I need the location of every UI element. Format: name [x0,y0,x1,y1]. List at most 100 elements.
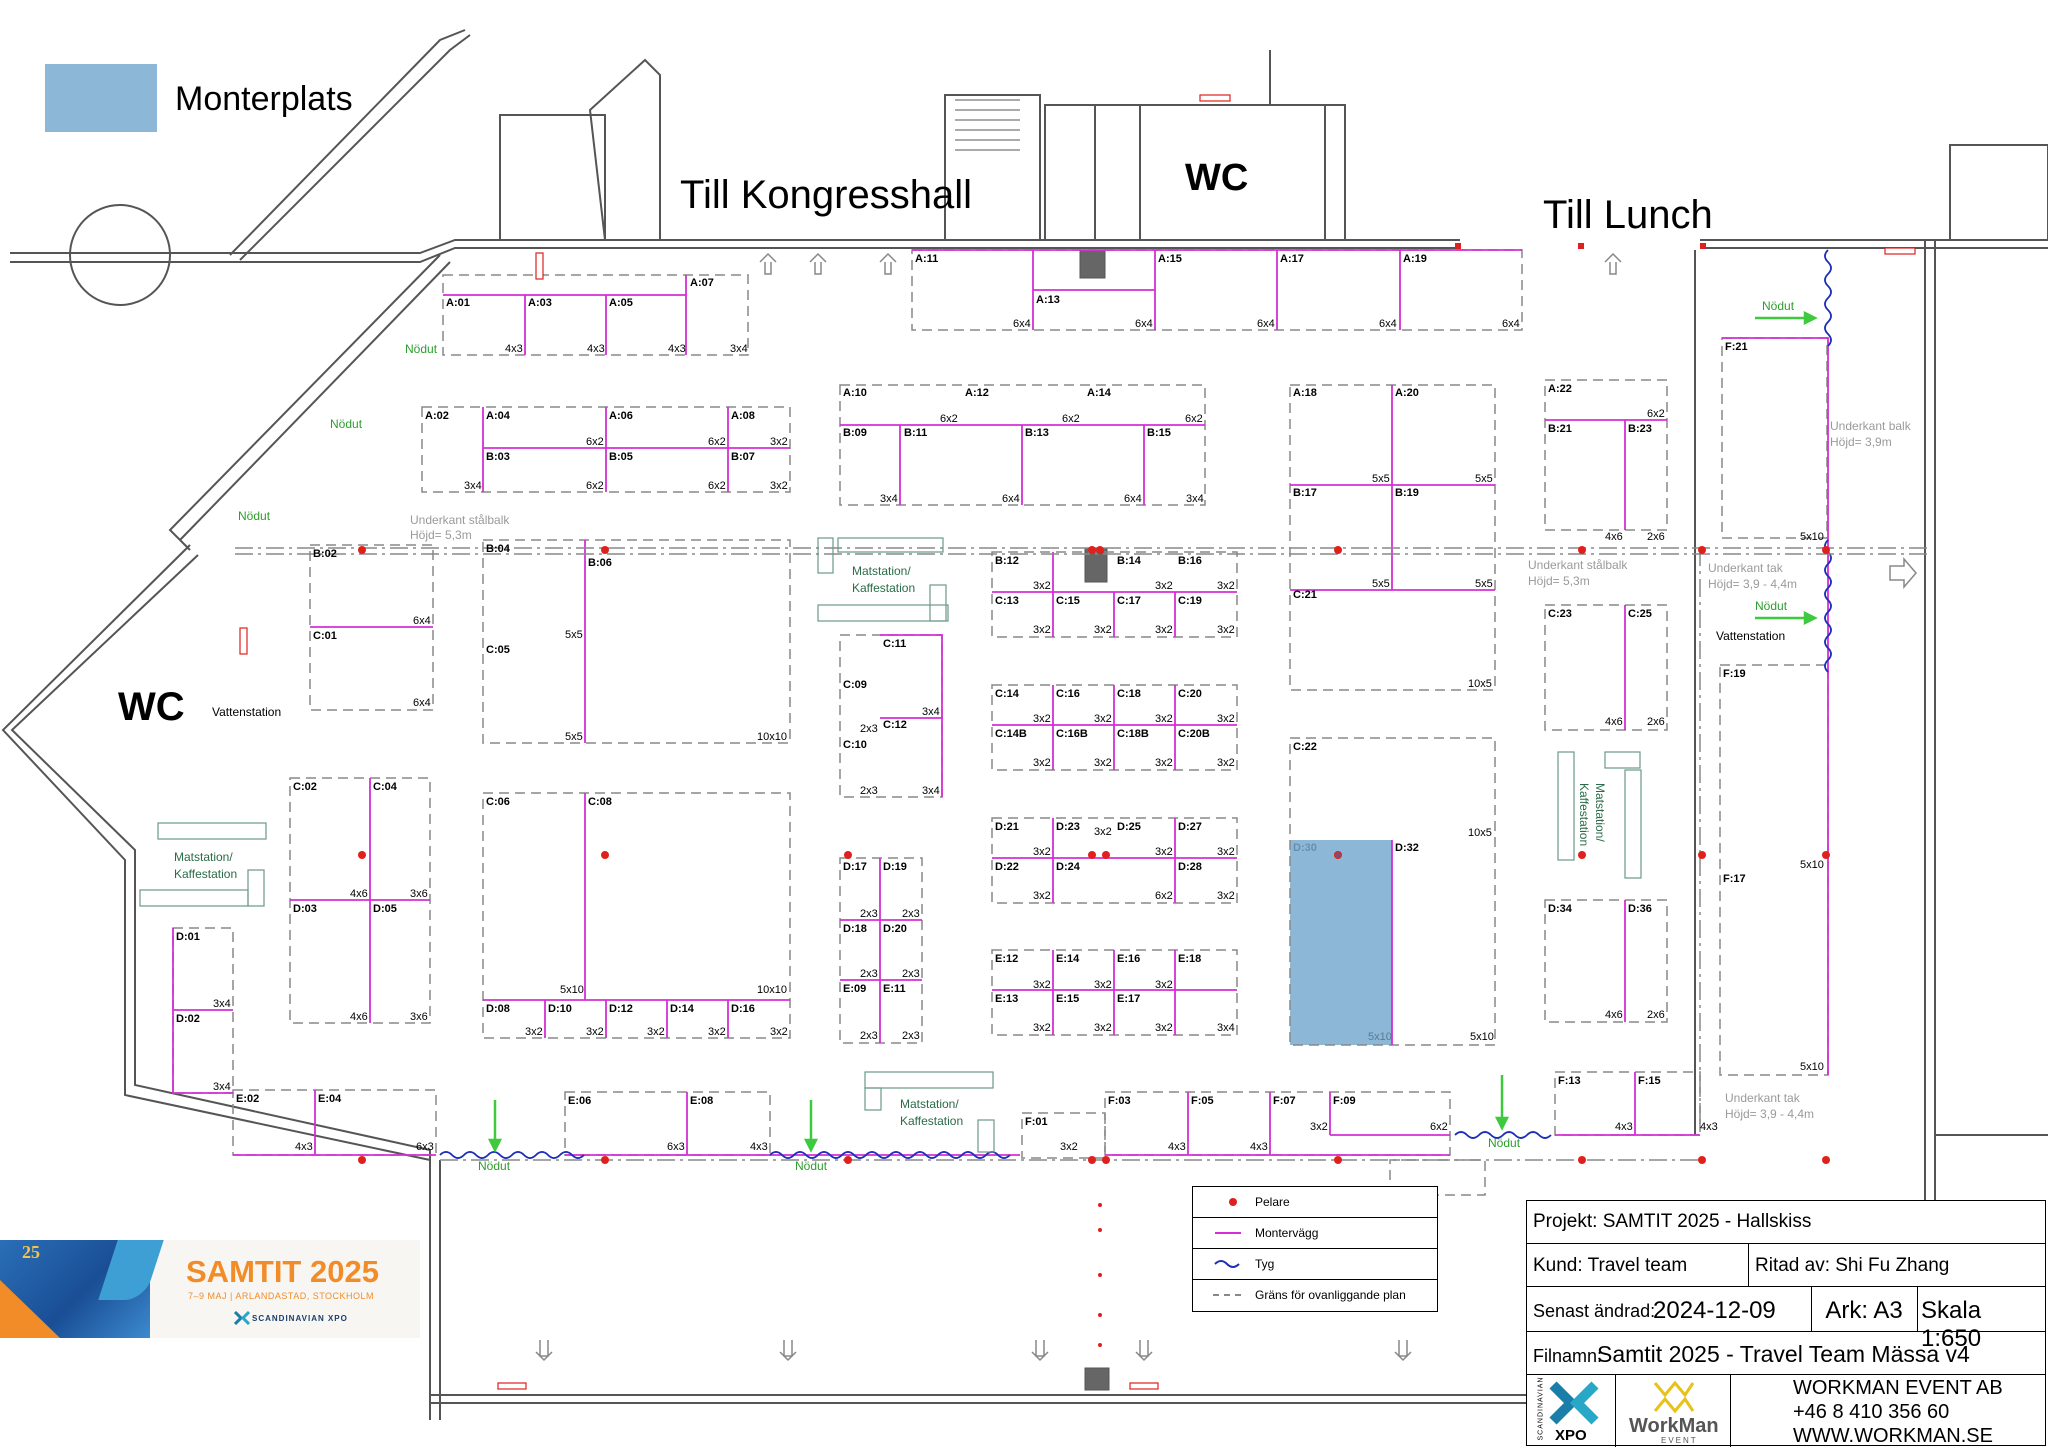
booth-label[interactable]: E:17 [1117,993,1140,1005]
booth-label[interactable]: C:05 [486,644,510,656]
booth-label[interactable]: C:16B [1056,728,1088,740]
booth-label[interactable]: D:24 [1056,861,1081,873]
booth-label[interactable]: B:02 [313,548,337,560]
booth-label[interactable]: A:11 [915,253,938,265]
booth-label[interactable]: A:22 [1548,383,1572,395]
booth-label[interactable]: E:18 [1178,953,1201,965]
booth-label[interactable]: D:05 [373,903,397,915]
booth-label[interactable]: C:01 [313,630,337,642]
booth-label[interactable]: A:18 [1293,387,1317,399]
booth-label[interactable]: F:07 [1273,1095,1296,1107]
company-website[interactable]: WWW.WORKMAN.SE [1793,1425,1993,1447]
booth-label[interactable]: A:07 [690,277,714,289]
booth-label[interactable]: E:14 [1056,953,1080,965]
booth-label[interactable]: C:11 [883,638,906,650]
booth-label[interactable]: B:12 [995,555,1019,567]
booth-label[interactable]: F:09 [1333,1095,1356,1107]
booth-label[interactable]: D:16 [731,1003,755,1015]
booth-label[interactable]: C:12 [883,719,907,731]
booth-label[interactable]: D:18 [843,923,867,935]
booth-label[interactable]: F:05 [1191,1095,1214,1107]
booth-label[interactable]: B:21 [1548,423,1572,435]
booth-label-d30[interactable]: D:30 [1293,842,1317,854]
booth-label[interactable]: B:04 [486,543,511,555]
booth-label[interactable]: F:03 [1108,1095,1131,1107]
booth-label[interactable]: C:18 [1117,688,1141,700]
booth-label[interactable]: A:01 [446,297,470,309]
booth-label[interactable]: B:03 [486,451,510,463]
booth-label[interactable]: E:13 [995,993,1018,1005]
booth-label[interactable]: A:19 [1403,253,1427,265]
booth-label[interactable]: E:02 [236,1093,259,1105]
booth-label[interactable]: C:15 [1056,595,1080,607]
booth-label[interactable]: F:15 [1638,1075,1661,1087]
booth-label[interactable]: C:20 [1178,688,1202,700]
booth-label[interactable]: E:15 [1056,993,1079,1005]
booth-label[interactable]: E:11 [883,983,906,995]
booth-label[interactable]: B:16 [1178,555,1202,567]
booth-label[interactable]: C:21 [1293,589,1317,601]
booth-label[interactable]: B:07 [731,451,755,463]
booth-label[interactable]: D:32 [1395,842,1419,854]
booth-label[interactable]: A:08 [731,410,755,422]
booth-label[interactable]: D:22 [995,861,1019,873]
booth-label[interactable]: A:04 [486,410,511,422]
booth-label[interactable]: C:02 [293,781,317,793]
booth-label[interactable]: C:14 [995,688,1020,700]
booth-label[interactable]: B:11 [904,427,927,439]
booth-label[interactable]: C:22 [1293,741,1317,753]
booth-label[interactable]: A:02 [425,410,449,422]
booth-label[interactable]: A:10 [843,387,867,399]
booth-label[interactable]: C:17 [1117,595,1141,607]
booth-label[interactable]: F:19 [1723,668,1746,680]
booth-label[interactable]: D:02 [176,1013,200,1025]
booth-label[interactable]: C:19 [1178,595,1202,607]
booth-label[interactable]: D:14 [670,1003,695,1015]
booth-label[interactable]: C:23 [1548,608,1572,620]
booth-label[interactable]: C:25 [1628,608,1652,620]
booth-label[interactable]: C:14B [995,728,1027,740]
booth-label[interactable]: F:17 [1723,873,1746,885]
booth-label[interactable]: B:06 [588,557,612,569]
booth-label[interactable]: C:10 [843,739,867,751]
booth-label[interactable]: D:19 [883,861,907,873]
booth-label[interactable]: B:14 [1117,555,1142,567]
booth-label[interactable]: B:15 [1147,427,1171,439]
booth-label[interactable]: A:15 [1158,253,1182,265]
booth-label[interactable]: E:16 [1117,953,1140,965]
booth-label[interactable]: E:06 [568,1095,591,1107]
booth-label[interactable]: E:09 [843,983,866,995]
booth-label[interactable]: D:20 [883,923,907,935]
booth-label[interactable]: D:23 [1056,821,1080,833]
booth-label[interactable]: D:28 [1178,861,1202,873]
booth-label[interactable]: C:16 [1056,688,1080,700]
booth-label[interactable]: D:36 [1628,903,1652,915]
booth-label[interactable]: A:05 [609,297,633,309]
booth-label[interactable]: A:03 [528,297,552,309]
booth-label[interactable]: C:09 [843,679,867,691]
booth-label[interactable]: A:17 [1280,253,1304,265]
booth-label[interactable]: E:04 [318,1093,342,1105]
booth-label[interactable]: C:06 [486,796,510,808]
booth-label[interactable]: B:13 [1025,427,1049,439]
booth-label[interactable]: C:13 [995,595,1019,607]
booth-label[interactable]: A:12 [965,387,989,399]
booth-label[interactable]: F:13 [1558,1075,1581,1087]
booth-label[interactable]: D:01 [176,931,200,943]
booth-label[interactable]: B:19 [1395,487,1419,499]
booth-label[interactable]: B:23 [1628,423,1652,435]
booth-label[interactable]: C:08 [588,796,612,808]
booth-label[interactable]: F:01 [1025,1116,1048,1128]
booth-label[interactable]: C:18B [1117,728,1149,740]
booth-label[interactable]: A:20 [1395,387,1419,399]
booth-label[interactable]: E:08 [690,1095,713,1107]
booth-label[interactable]: D:34 [1548,903,1573,915]
booth-label[interactable]: A:14 [1087,387,1112,399]
booth-label[interactable]: D:03 [293,903,317,915]
booth-label[interactable]: D:27 [1178,821,1202,833]
booth-label[interactable]: D:08 [486,1003,510,1015]
booth-label[interactable]: D:21 [995,821,1019,833]
booth-label[interactable]: D:10 [548,1003,572,1015]
booth-label[interactable]: D:25 [1117,821,1141,833]
booth-label[interactable]: B:17 [1293,487,1317,499]
